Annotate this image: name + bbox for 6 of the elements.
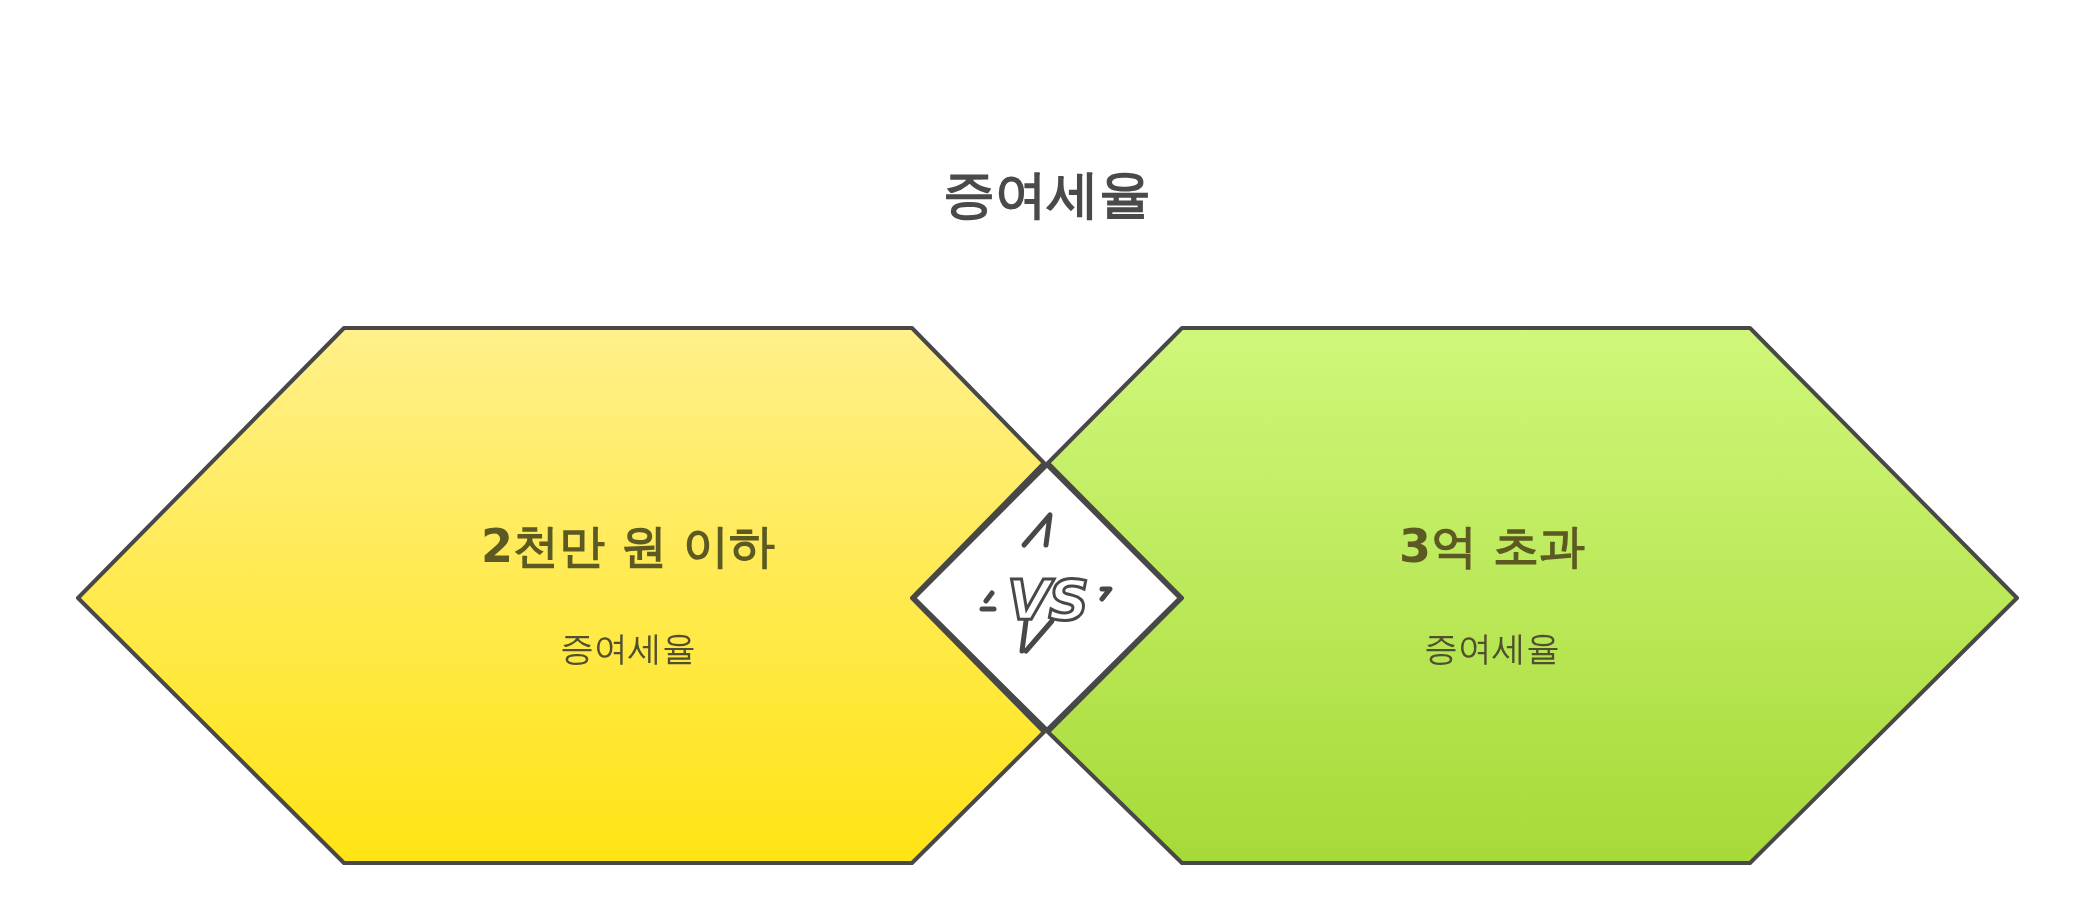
panel-text: 증여세율 (559, 627, 697, 670)
panel-text: 증여세율 (1423, 627, 1561, 670)
title: 증여세율 (942, 163, 1152, 226)
vs-text: VS (1006, 567, 1089, 632)
panel-heading: 3억 초과 (1398, 518, 1586, 575)
panel-heading: 2천만 원 이하 (479, 518, 776, 575)
